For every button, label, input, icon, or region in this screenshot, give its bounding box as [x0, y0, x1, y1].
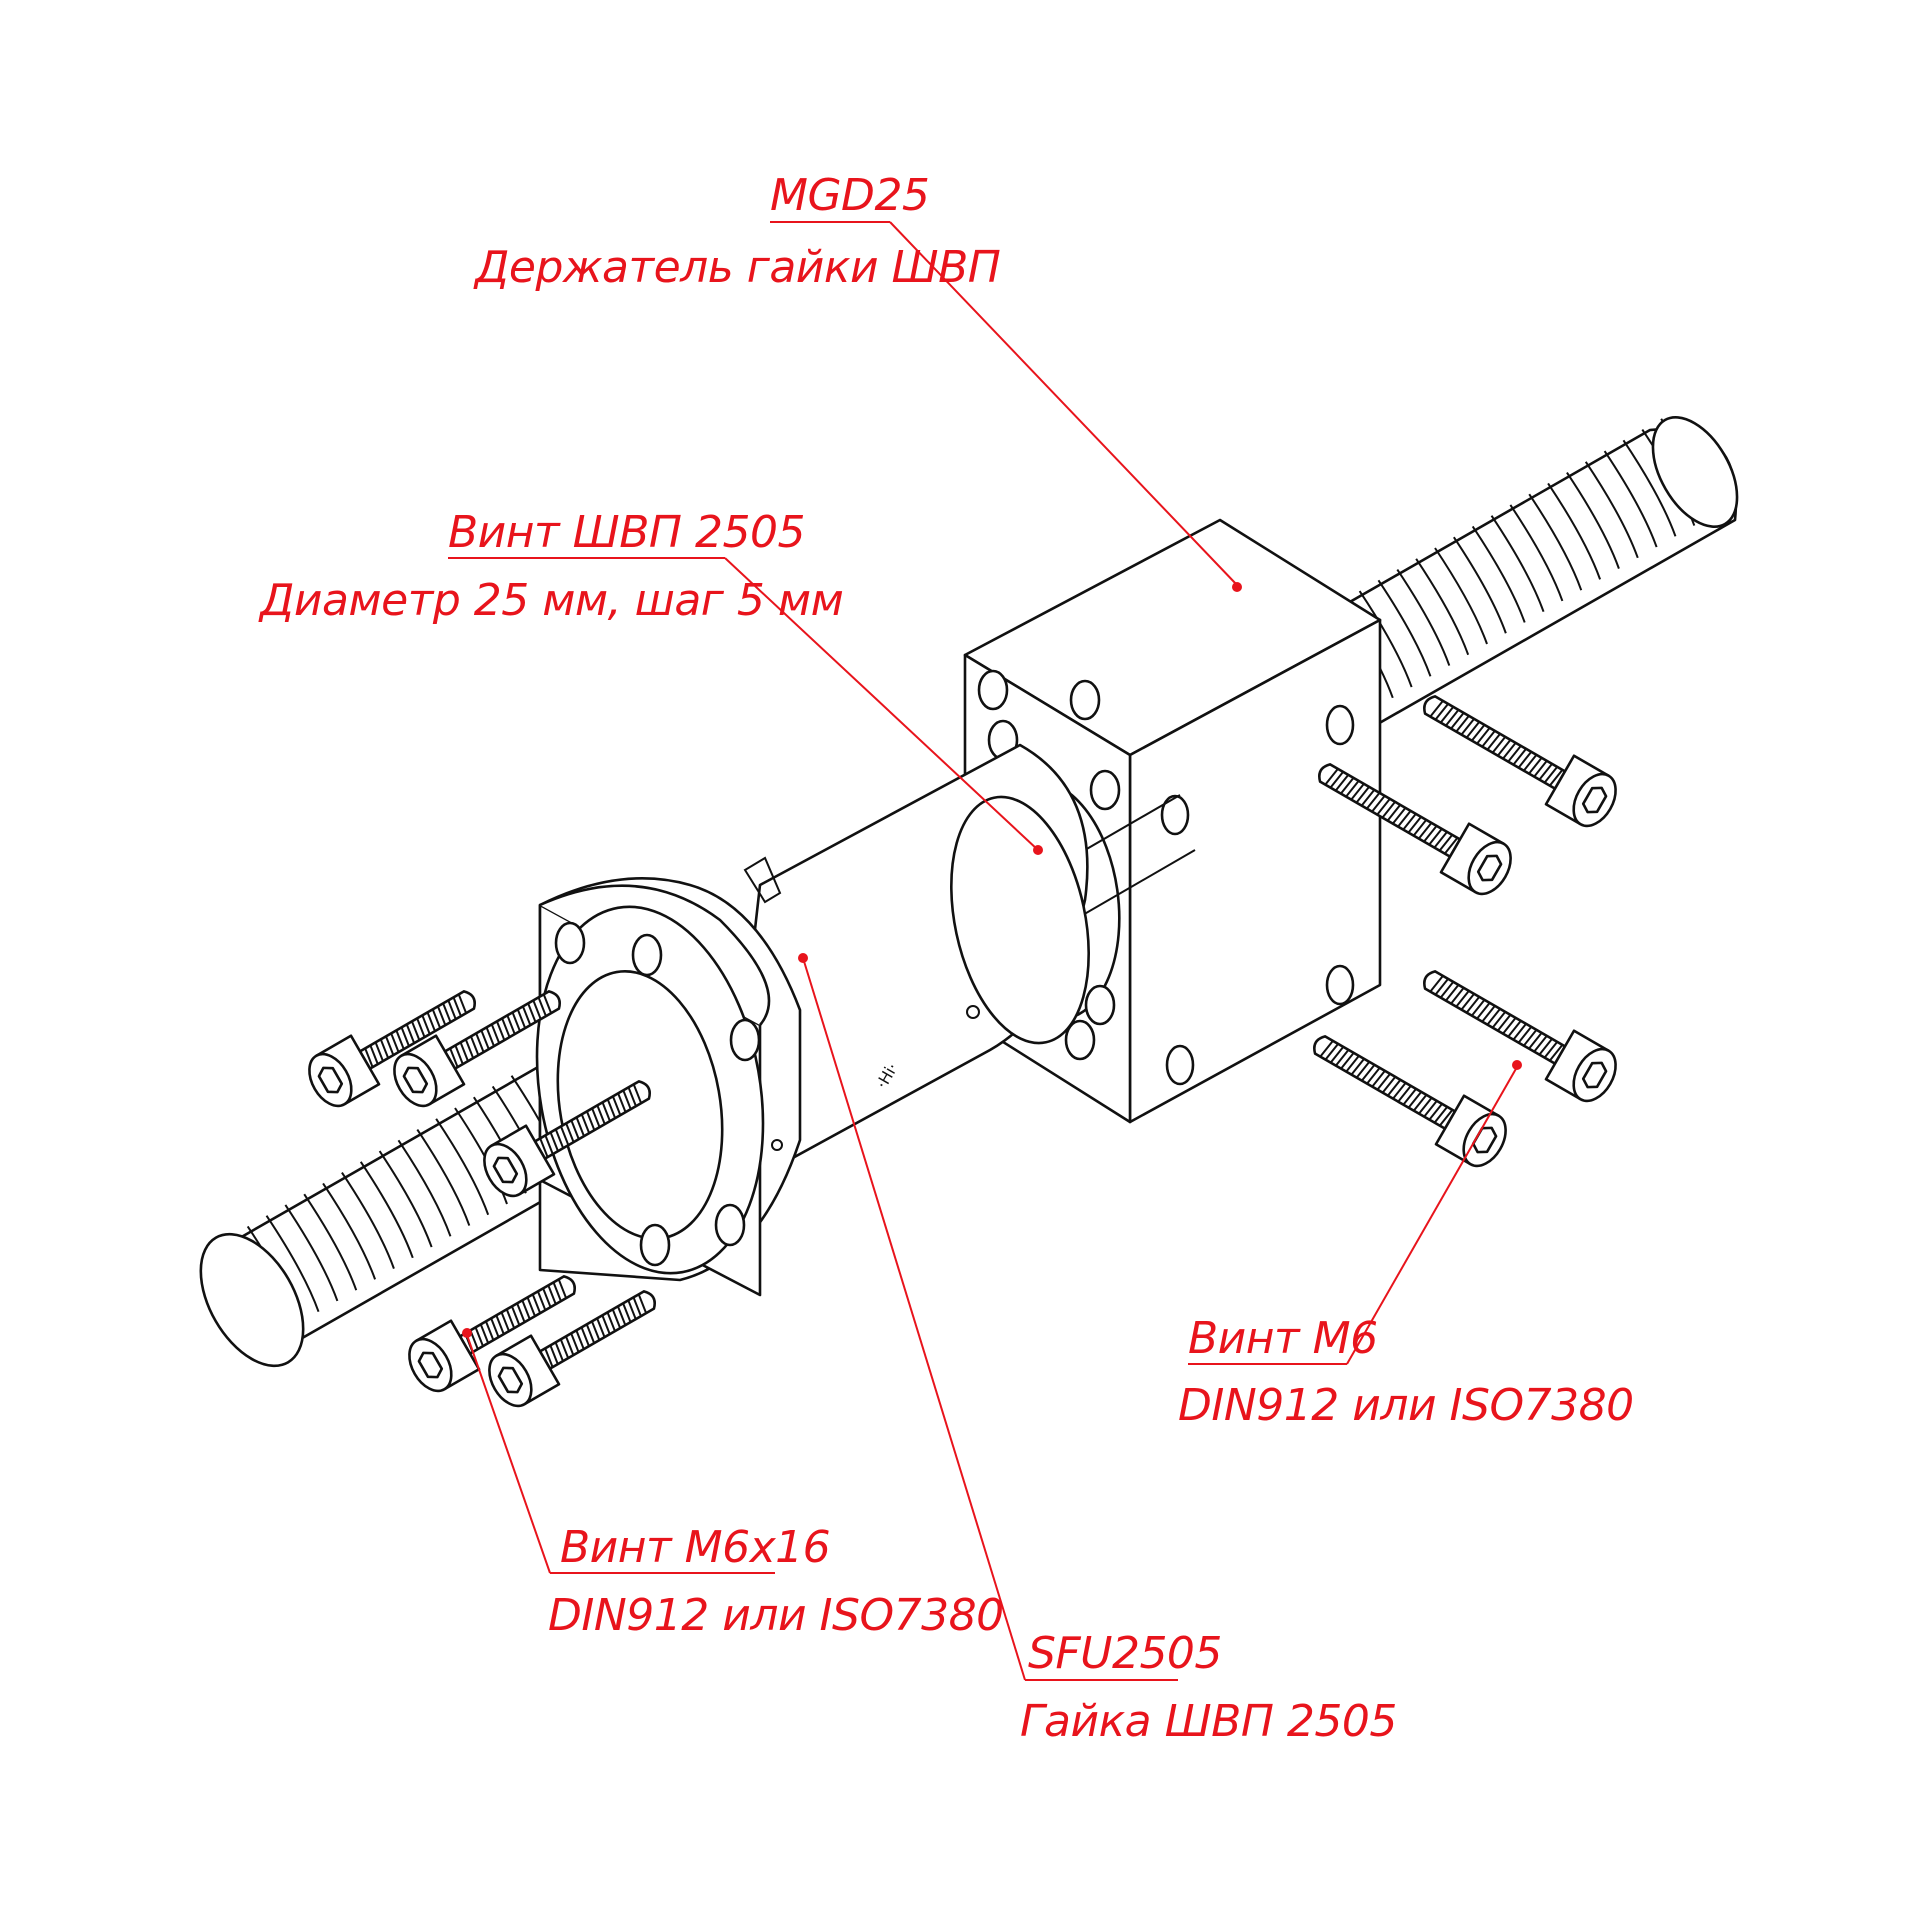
bolt-m6x16-standard: DIN912 или ISO7380: [548, 1590, 1004, 1641]
thread-arc: [1509, 504, 1564, 602]
thread-arc: [1453, 536, 1507, 634]
bolt-m6x16-name: Винт М6х16: [560, 1522, 830, 1573]
thread-arc: [1415, 558, 1470, 656]
holder-description: Держатель гайки ШВП: [473, 242, 1000, 293]
annotations: MGD25 Держатель гайки ШВП Винт ШВП 2505 …: [258, 170, 1634, 1747]
hex-socket-icon: [1581, 786, 1608, 814]
socket-head-cap-screw-icon: [1423, 695, 1617, 828]
label-bolt-m6: Винт М6 DIN912 или ISO7380: [1178, 1060, 1634, 1431]
screw-description: Диаметр 25 мм, шаг 5 мм: [258, 575, 843, 626]
thread-arc: [1358, 590, 1413, 688]
shaft-end-face: [199, 1232, 305, 1368]
nut-part-number: SFU2505: [1028, 1628, 1222, 1679]
thread-arc: [341, 1172, 395, 1269]
flange-bolts: [308, 990, 656, 1408]
shaft-far-end: [1651, 416, 1739, 528]
hex-socket-icon: [317, 1066, 344, 1094]
thread-arc: [397, 1139, 452, 1237]
hex-socket-icon: [1581, 1061, 1608, 1089]
hex-socket-icon: [402, 1066, 429, 1094]
thread-arc: [1434, 547, 1488, 645]
thread-arc: [322, 1182, 377, 1280]
thread-arc: [1566, 472, 1620, 569]
holder-side-holes: [1160, 704, 1355, 1086]
thread-arc: [1377, 579, 1432, 677]
socket-head-cap-screw-icon: [1318, 763, 1512, 896]
socket-head-cap-screw-icon: [308, 990, 476, 1108]
hex-socket-icon: [1476, 854, 1503, 882]
holder-bolts: [1313, 695, 1617, 1168]
hex-socket-icon: [417, 1351, 444, 1379]
socket-head-cap-screw-icon: [483, 1080, 651, 1198]
thread-arc: [378, 1150, 433, 1248]
thread-arc: [1528, 493, 1583, 591]
thread-arc: [265, 1215, 320, 1313]
thread-arc: [1547, 482, 1602, 580]
thread-arc: [1490, 515, 1545, 613]
socket-head-cap-screw-icon: [1423, 970, 1617, 1103]
hex-socket-icon: [492, 1156, 519, 1184]
thread-arc: [1471, 525, 1526, 623]
hex-socket-icon: [497, 1366, 524, 1394]
thread-arc: [435, 1118, 490, 1216]
bolt-m6-name: Винт М6: [1188, 1313, 1378, 1364]
label-bolt-m6x16: Винт М6х16 DIN912 или ISO7380: [462, 1328, 1004, 1641]
thread-arc: [284, 1204, 339, 1302]
bolt-m6-standard: DIN912 или ISO7380: [1178, 1380, 1634, 1431]
thread-arc: [1603, 450, 1658, 548]
thread-arc: [1584, 461, 1639, 559]
ball-nut: ·Hi·: [535, 743, 1090, 1297]
socket-head-cap-screw-icon: [393, 990, 561, 1108]
thread-arc: [303, 1193, 358, 1291]
socket-head-cap-screw-icon: [488, 1290, 656, 1408]
label-nut: SFU2505 Гайка ШВП 2505: [798, 953, 1397, 1747]
holder-part-number: MGD25: [770, 170, 929, 221]
thread-arc: [1396, 568, 1451, 666]
thread-arc: [416, 1128, 471, 1226]
label-holder: MGD25 Держатель гайки ШВП: [473, 170, 1242, 592]
flange-holes: [554, 921, 761, 1267]
nut-description: Гайка ШВП 2505: [1020, 1696, 1397, 1747]
socket-head-cap-screw-icon: [1313, 1035, 1507, 1168]
label-screw: Винт ШВП 2505 Диаметр 25 мм, шаг 5 мм: [258, 507, 1043, 855]
thread-arc: [1622, 439, 1677, 537]
thread-arc: [359, 1161, 414, 1259]
screw-part-name: Винт ШВП 2505: [448, 507, 805, 558]
